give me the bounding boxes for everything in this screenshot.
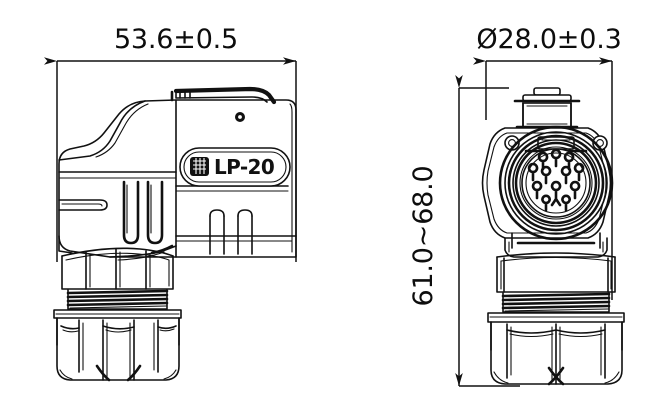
right-angle-housing (58, 99, 297, 261)
dimension-overall-height: 61.0~68.0 (408, 75, 520, 387)
label-plate-inner (183, 151, 287, 183)
front-cable-gland-cap (487, 312, 625, 386)
top-latch-lever[interactable] (170, 86, 277, 105)
pin-socket-group (527, 148, 585, 212)
dimension-overall-length: 53.6±0.5 (44, 24, 297, 262)
connector-body-rings (498, 125, 614, 241)
front-view (481, 87, 625, 386)
side-threaded-section (66, 289, 169, 310)
dimension-body-diameter-text: Ø28.0±0.3 (476, 24, 621, 55)
housing-screw (235, 112, 245, 122)
front-threaded-section (501, 292, 611, 313)
product-label-plate: LP-20 (179, 147, 291, 187)
side-view: LP-20 (53, 86, 297, 382)
dimension-overall-height-text: 61.0~68.0 (408, 165, 439, 306)
side-hex-coupling-nut (61, 247, 174, 290)
side-cable-gland-cap (53, 309, 182, 382)
logo-badge-icon (190, 157, 209, 176)
front-hex-coupling-nut (496, 252, 616, 293)
product-label-text: LP-20 (214, 155, 274, 179)
dimension-overall-length-text: 53.6±0.5 (114, 24, 238, 55)
contact-insert-face (521, 148, 591, 218)
